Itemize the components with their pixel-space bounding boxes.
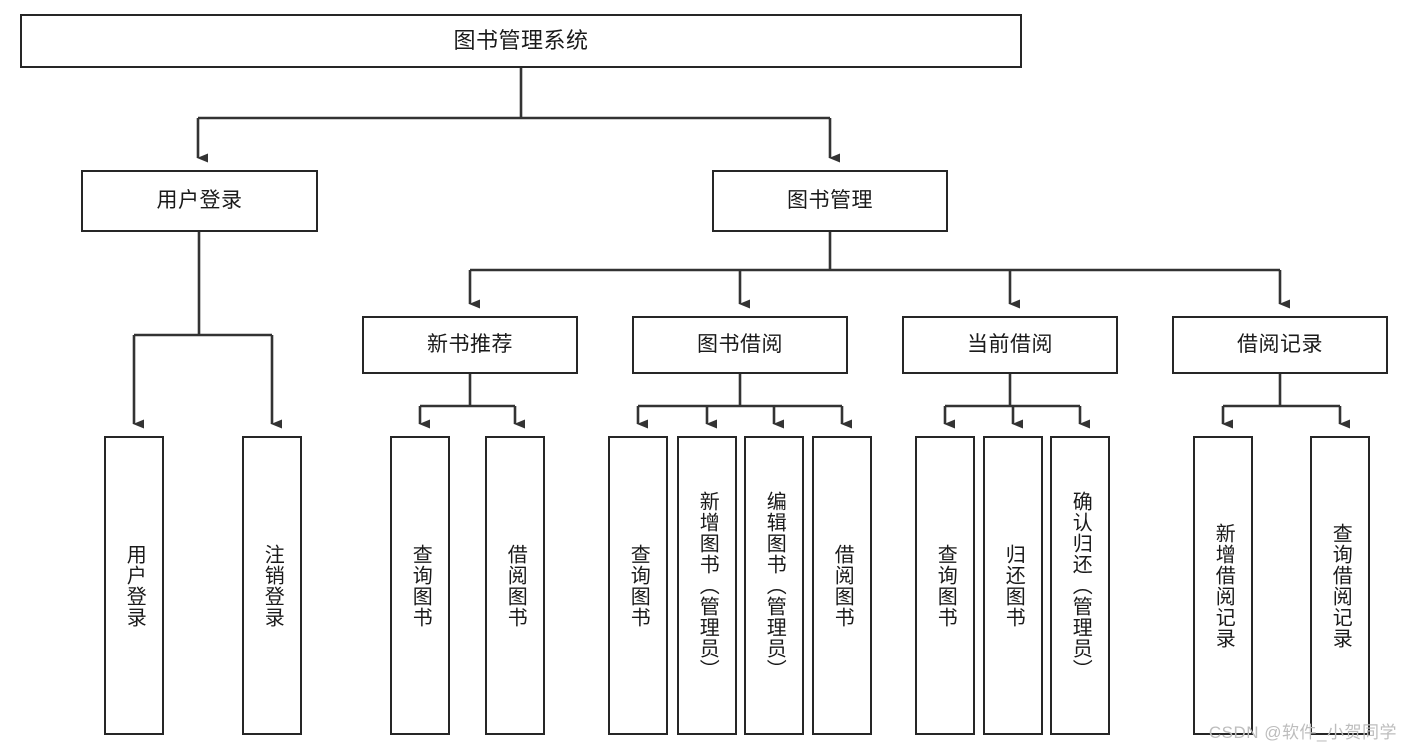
csdn-watermark: CSDN @软件_小贺同学 <box>1208 723 1397 742</box>
node-leaf-borrow-book-label: 借阅图书 <box>831 543 854 628</box>
node-root-label: 图书管理系统 <box>453 28 589 54</box>
node-leaf-recommend-query-book-label: 查询图书 <box>409 543 432 628</box>
node-leaf-add-borrow-record[interactable]: 新增借阅记录 <box>1193 436 1253 735</box>
node-book-borrow-label: 图书借阅 <box>697 332 783 356</box>
node-leaf-user-login-label: 用户登录 <box>123 543 146 628</box>
node-current-borrow[interactable]: 当前借阅 <box>902 316 1118 374</box>
node-leaf-recommend-borrow-book-label: 借阅图书 <box>504 543 527 628</box>
node-user-login[interactable]: 用户登录 <box>81 170 318 232</box>
node-new-book-recommend[interactable]: 新书推荐 <box>362 316 578 374</box>
node-leaf-logout[interactable]: 注销登录 <box>242 436 302 735</box>
node-leaf-add-borrow-record-label: 新增借阅记录 <box>1212 522 1235 649</box>
node-borrow-record-label: 借阅记录 <box>1237 332 1323 356</box>
node-leaf-return-book-label: 归还图书 <box>1002 543 1025 628</box>
node-leaf-edit-book-admin[interactable]: 编辑图书（管理员） <box>744 436 804 735</box>
node-book-borrow[interactable]: 图书借阅 <box>632 316 848 374</box>
node-current-borrow-label: 当前借阅 <box>967 332 1053 356</box>
node-leaf-recommend-borrow-book[interactable]: 借阅图书 <box>485 436 545 735</box>
node-leaf-add-book-admin[interactable]: 新增图书（管理员） <box>677 436 737 735</box>
node-leaf-confirm-return-admin[interactable]: 确认归还（管理员） <box>1050 436 1110 735</box>
node-borrow-record[interactable]: 借阅记录 <box>1172 316 1388 374</box>
node-new-book-recommend-label: 新书推荐 <box>427 332 513 356</box>
node-leaf-borrow-query-book[interactable]: 查询图书 <box>608 436 668 735</box>
node-leaf-user-login[interactable]: 用户登录 <box>104 436 164 735</box>
node-book-management-label: 图书管理 <box>787 188 873 212</box>
node-leaf-add-book-admin-label: 新增图书（管理员） <box>696 491 719 680</box>
node-leaf-borrow-book[interactable]: 借阅图书 <box>812 436 872 735</box>
node-root-book-management-system[interactable]: 图书管理系统 <box>20 14 1022 68</box>
node-leaf-recommend-query-book[interactable]: 查询图书 <box>390 436 450 735</box>
node-leaf-current-query-book[interactable]: 查询图书 <box>915 436 975 735</box>
node-leaf-current-query-book-label: 查询图书 <box>934 543 957 628</box>
node-leaf-return-book[interactable]: 归还图书 <box>983 436 1043 735</box>
node-book-management[interactable]: 图书管理 <box>712 170 948 232</box>
node-leaf-logout-label: 注销登录 <box>261 543 284 628</box>
node-leaf-query-borrow-record[interactable]: 查询借阅记录 <box>1310 436 1370 735</box>
node-user-login-label: 用户登录 <box>156 188 243 212</box>
node-leaf-query-borrow-record-label: 查询借阅记录 <box>1329 522 1352 649</box>
node-leaf-borrow-query-book-label: 查询图书 <box>627 543 650 628</box>
node-leaf-confirm-return-admin-label: 确认归还（管理员） <box>1069 491 1092 680</box>
node-leaf-edit-book-admin-label: 编辑图书（管理员） <box>763 491 786 680</box>
